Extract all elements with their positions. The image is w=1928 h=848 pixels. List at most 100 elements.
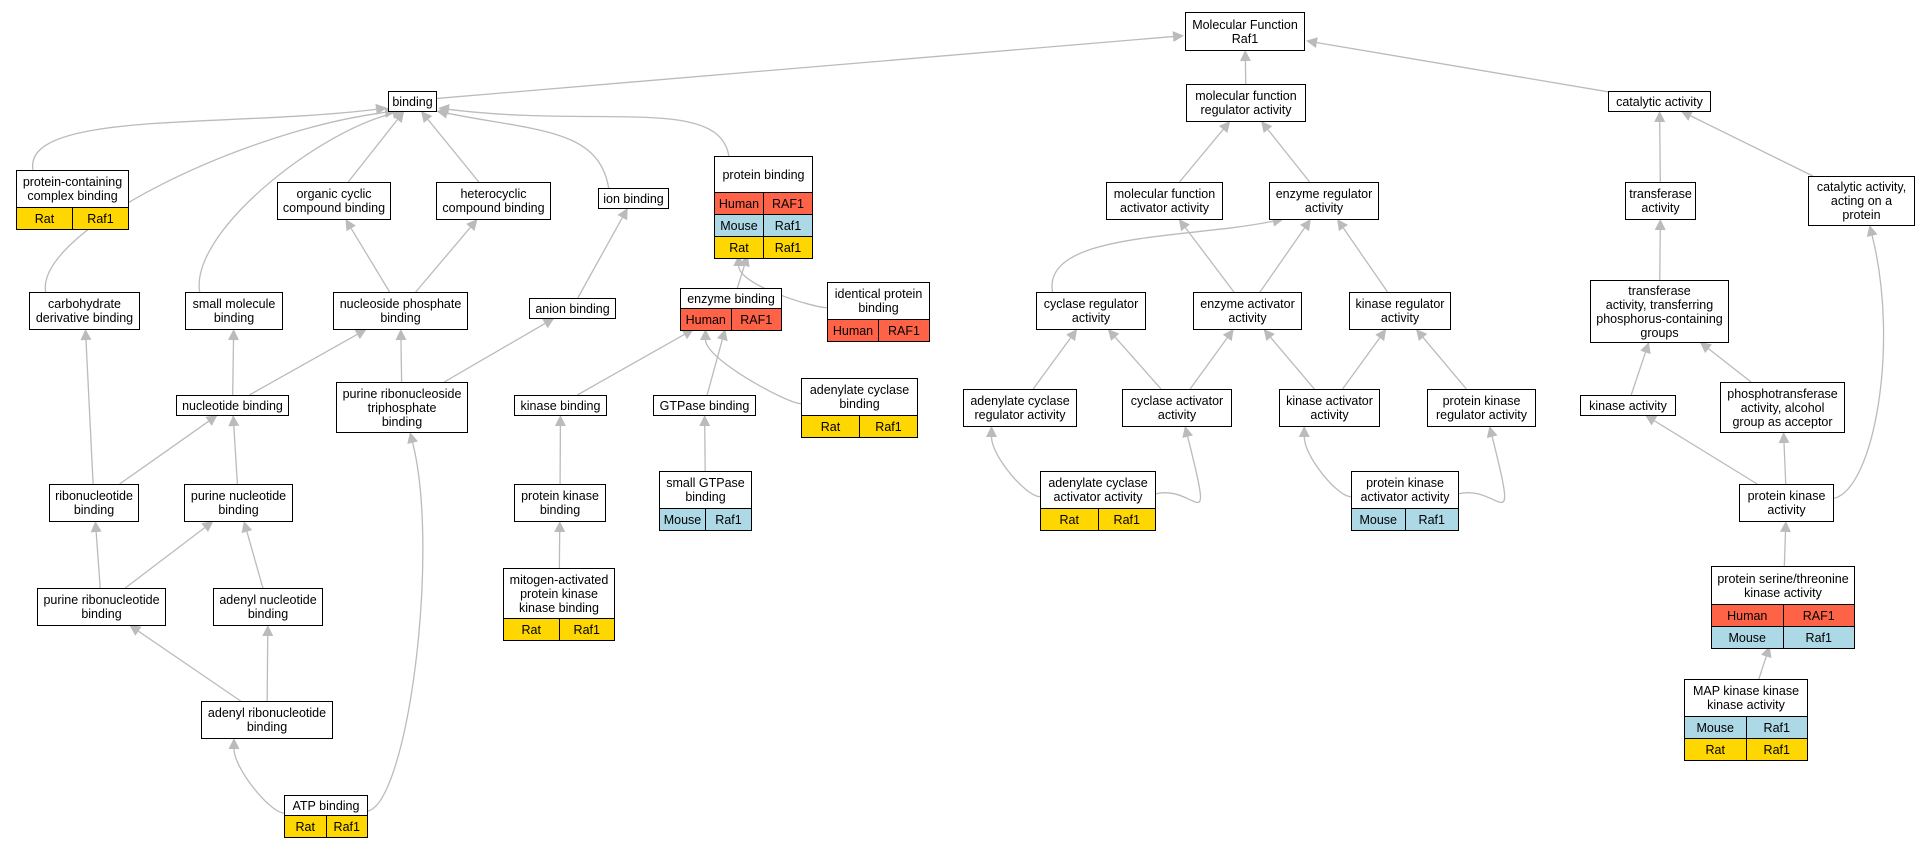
species-cell: Human (1727, 608, 1768, 623)
term-label: ATP binding (292, 798, 360, 813)
species-cell: Human (685, 312, 726, 327)
species-cell: Rat (295, 819, 315, 834)
go-term-pkb: protein kinase binding (514, 484, 606, 522)
term-label: kinase binding (520, 398, 601, 413)
edge-arrowhead (205, 415, 218, 426)
edge-mfact-to-mfreg (1178, 129, 1224, 183)
gene-cell: Raf1 (859, 416, 917, 437)
gene-cell: Raf1 (325, 816, 368, 837)
edge-arrowhead (1645, 415, 1658, 426)
go-term-enzact: enzyme activator activity (1193, 292, 1302, 330)
edge-arrowhead (228, 415, 240, 427)
species-row-rat: Rat Raf1 (285, 815, 367, 837)
edge-enzact-to-enzreg (1259, 227, 1306, 293)
edge-arrowhead (421, 111, 433, 124)
term-label: nucleotide binding (182, 398, 283, 413)
edge-pka-to-phosalc (1783, 442, 1787, 485)
go-term-kinreg: kinase regulator activity (1349, 292, 1451, 330)
term-label: protein serine/threonine kinase activity (1717, 571, 1849, 600)
edge-gtpb-to-enzb (706, 339, 723, 396)
edge-arrowhead (542, 318, 555, 329)
go-term-gtpb: GTPase binding (653, 395, 756, 416)
edge-kinase-to-tpcg (1630, 352, 1647, 396)
edge-cycreg-to-enzreg (1051, 220, 1274, 293)
edge-adcact-to-adcreg (990, 436, 1041, 498)
gene-cell: Raf1 (1782, 627, 1855, 648)
term-label: purine ribonucleoside triphosphate bindi… (342, 386, 462, 429)
go-term-mf: Molecular Function Raf1 (1185, 12, 1305, 51)
term-label: kinase activity (1589, 398, 1667, 413)
edge-arrowhead (1172, 31, 1184, 43)
term-label: molecular function activator activity (1113, 187, 1216, 215)
term-label: mitogen-activated protein kinase kinase … (509, 572, 609, 615)
gene-cell: RAF1 (1782, 605, 1855, 626)
go-term-nucb: nucleotide binding (176, 395, 289, 416)
edge-arrowhead (554, 415, 566, 427)
edge-arrowhead (241, 521, 253, 534)
edge-arb-to-adnb (266, 635, 269, 702)
species-cell: Rat (1705, 742, 1725, 757)
edge-arrowhead (1218, 121, 1231, 133)
edge-protb-to-binding (448, 108, 730, 157)
species-row-human: Human RAF1 (1712, 604, 1854, 626)
go-term-purnb: purine nucleotide binding (184, 484, 293, 522)
go-term-pkreg: protein kinase regulator activity (1427, 389, 1536, 427)
gene-cell: RAF1 (763, 193, 812, 214)
go-term-ionb: ion binding (598, 188, 669, 209)
edge-arrowhead (1779, 521, 1791, 533)
species-cell: Rat (1059, 512, 1079, 527)
go-term-phosalc: phosphotransferase activity, alcohol gro… (1720, 382, 1845, 433)
species-cell: Rat (820, 419, 841, 434)
term-label: identical protein binding (834, 287, 923, 315)
go-term-kinase: kinase activity (1580, 395, 1676, 416)
term-label: GTPase binding (659, 398, 750, 413)
edge-atpb-to-prntb (367, 442, 424, 812)
term-label: enzyme regulator activity (1275, 187, 1373, 215)
species-row-rat: Rat Raf1 (802, 415, 917, 437)
edge-nucb-to-smb (232, 339, 235, 396)
go-term-cycreg: cyclase regulator activity (1036, 292, 1146, 330)
go-term-adcreg: adenylate cyclase regulator activity (963, 389, 1077, 427)
edge-arrowhead (1107, 329, 1120, 341)
gene-cell: Raf1 (1404, 509, 1459, 530)
edge-arrowhead (345, 219, 356, 232)
edge-arrowhead (681, 329, 694, 340)
edge-ribb-to-nucb (119, 420, 209, 485)
term-label: adenylate cyclase activator activity (1048, 476, 1148, 504)
edge-arrowhead (1178, 219, 1190, 232)
edge-enzb-to-protb (736, 265, 746, 289)
term-label: transferase activity, transferring phosp… (1596, 283, 1723, 340)
edge-arrowhead (1486, 426, 1498, 439)
go-term-pka: protein kinase activity (1739, 484, 1834, 522)
edge-arrowhead (717, 329, 728, 342)
edge-arrowhead (1066, 329, 1078, 342)
term-label: heterocyclic compound binding (442, 187, 545, 215)
gene-cell: Raf1 (763, 215, 812, 236)
term-label: catalytic activity, acting on a protein (1816, 180, 1907, 222)
go-term-mfact: molecular function activator activity (1106, 182, 1223, 220)
edge-enzact-to-mfact (1184, 227, 1235, 293)
edge-arrowhead (1761, 646, 1772, 659)
edge-arrowhead (1239, 50, 1251, 62)
edge-arrowhead (700, 329, 711, 340)
edge-hccb-to-binding (427, 119, 480, 183)
edge-occb-to-binding (347, 119, 398, 183)
term-label: protein binding (722, 167, 805, 182)
go-term-catalytic: catalytic activity (1608, 91, 1711, 112)
term-label: transferase activity (1629, 187, 1692, 215)
edge-arrowhead (466, 219, 478, 231)
edge-arrowhead (1306, 37, 1318, 49)
term-label: kinase regulator activity (1355, 297, 1445, 325)
term-label: protein kinase activity (1747, 489, 1826, 517)
edge-pstk-to-pka (1783, 531, 1787, 567)
edge-arrowhead (1640, 342, 1651, 355)
term-label: protein kinase regulator activity (1435, 394, 1527, 422)
go-term-arb: adenyl ribonucleotide binding (201, 701, 333, 739)
